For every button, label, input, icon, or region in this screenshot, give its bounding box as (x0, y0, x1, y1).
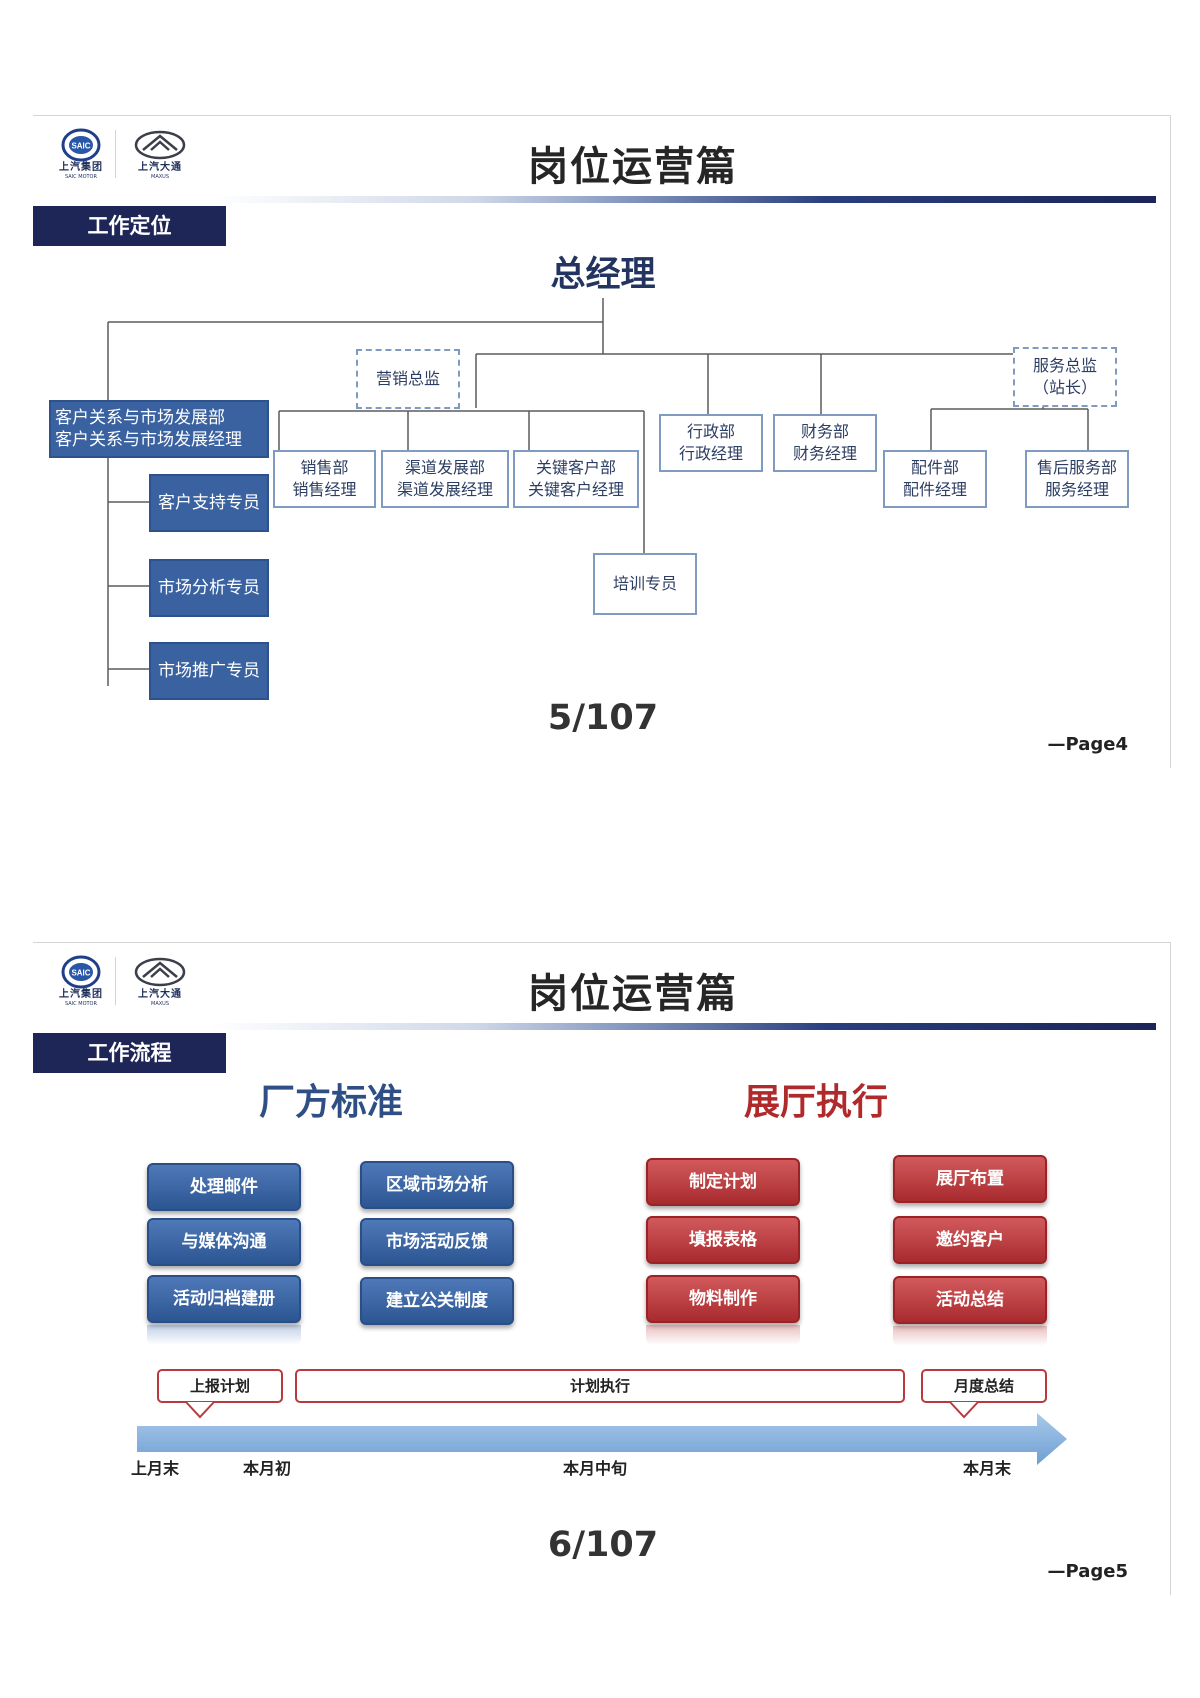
slide-title: 岗位运营篇 (528, 971, 738, 1017)
logo-divider (115, 957, 116, 1005)
timeline-label: 本月中旬 (563, 1459, 628, 1478)
saic-emblem-icon: SAIC (61, 128, 101, 162)
pill-reflection (646, 1325, 800, 1345)
crm-staff-box: 市场分析专员 (149, 559, 269, 617)
saic-sub: SAIC MOTOR (65, 174, 97, 180)
factory-task-pill: 与媒体沟通 (147, 1218, 301, 1266)
general-manager-label: 总经理 (550, 255, 656, 295)
crm-staff-box: 客户支持专员 (149, 474, 269, 532)
factory-task-pill: 建立公关制度 (360, 1277, 514, 1325)
timeline-graphics (137, 1401, 1067, 1465)
saic-logo: SAIC 上汽集团 SAIC MOTOR (53, 128, 109, 180)
title-underline (211, 1023, 1156, 1030)
saic-sub: SAIC MOTOR (65, 1001, 97, 1007)
saic-caption: 上汽集团 (59, 162, 103, 173)
pill-reflection (147, 1325, 301, 1345)
phase-plan-execution: 计划执行 (295, 1369, 905, 1403)
logo-divider (115, 130, 116, 178)
factory-task-pill: 市场活动反馈 (360, 1218, 514, 1266)
slide-title: 岗位运营篇 (528, 144, 738, 190)
factory-task-pill: 处理邮件 (147, 1163, 301, 1211)
maxus-sub: MAXUS (151, 174, 169, 180)
showroom-execution-title: 展厅执行 (743, 1082, 888, 1123)
page-counter: 5/107 (547, 698, 659, 738)
factory-task-pill: 区域市场分析 (360, 1161, 514, 1209)
org-connector-lines (107, 298, 1089, 686)
maxus-caption: 上汽大通 (138, 989, 182, 1000)
svg-text:SAIC: SAIC (71, 969, 90, 978)
parts-dept-box: 配件部配件经理 (883, 450, 987, 508)
phase-report-plan: 上报计划 (157, 1369, 283, 1403)
aftersales-dept-box: 售后服务部服务经理 (1025, 450, 1129, 508)
page-counter: 6/107 (547, 1525, 659, 1565)
showroom-task-pill: 邀约客户 (893, 1216, 1047, 1264)
maxus-logo: 上汽大通 MAXUS (125, 128, 195, 180)
showroom-task-pill: 制定计划 (646, 1158, 800, 1206)
saic-caption: 上汽集团 (59, 989, 103, 1000)
section-tab: 工作定位 (33, 206, 226, 246)
timeline-label: 本月初 (243, 1459, 292, 1478)
page-label: —Page4 (1047, 734, 1128, 755)
finance-dept-box: 财务部财务经理 (773, 414, 877, 472)
service-director-box: 服务总监 （站长） (1013, 347, 1117, 407)
maxus-logo: 上汽大通 MAXUS (125, 955, 195, 1007)
factory-task-pill: 活动归档建册 (147, 1275, 301, 1323)
timeline-arrow-icon (137, 1413, 1067, 1465)
trainer-box: 培训专员 (593, 553, 697, 615)
sales-dept-box: 销售部销售经理 (273, 450, 376, 508)
showroom-task-pill: 物料制作 (646, 1275, 800, 1323)
maxus-sub: MAXUS (151, 1001, 169, 1007)
svg-text:SAIC: SAIC (71, 142, 90, 151)
sales-director-box: 营销总监 (356, 349, 460, 409)
showroom-task-pill: 填报表格 (646, 1216, 800, 1264)
saic-emblem-icon: SAIC (61, 955, 101, 989)
phase-monthly-summary: 月度总结 (921, 1369, 1047, 1403)
section-tab: 工作流程 (33, 1033, 226, 1073)
title-underline (211, 196, 1156, 203)
key-account-dept-box: 关键客户部关键客户经理 (513, 450, 639, 508)
page-label: —Page5 (1047, 1561, 1128, 1582)
maxus-caption: 上汽大通 (138, 162, 182, 173)
admin-dept-box: 行政部行政经理 (659, 414, 763, 472)
factory-standard-title: 厂方标准 (258, 1082, 403, 1123)
crm-staff-box: 市场推广专员 (149, 642, 269, 700)
showroom-task-pill: 活动总结 (893, 1276, 1047, 1324)
maxus-emblem-icon (134, 130, 186, 160)
pill-reflection (893, 1326, 1047, 1346)
slide-org-chart: SAIC 上汽集团 SAIC MOTOR 上汽大通 MAXUS 岗位运营篇 工作… (33, 115, 1171, 768)
saic-logo: SAIC 上汽集团 SAIC MOTOR (53, 955, 109, 1007)
showroom-task-pill: 展厅布置 (893, 1155, 1047, 1203)
maxus-emblem-icon (134, 957, 186, 987)
slide-work-process: SAIC 上汽集团 SAIC MOTOR 上汽大通 MAXUS 岗位运营篇 工作… (33, 942, 1171, 1595)
timeline-label: 上月末 (131, 1459, 180, 1478)
timeline-label: 本月末 (963, 1459, 1012, 1478)
crm-department-box: 客户关系与市场发展部 客户关系与市场发展经理 (49, 400, 269, 458)
channel-dept-box: 渠道发展部渠道发展经理 (381, 450, 509, 508)
